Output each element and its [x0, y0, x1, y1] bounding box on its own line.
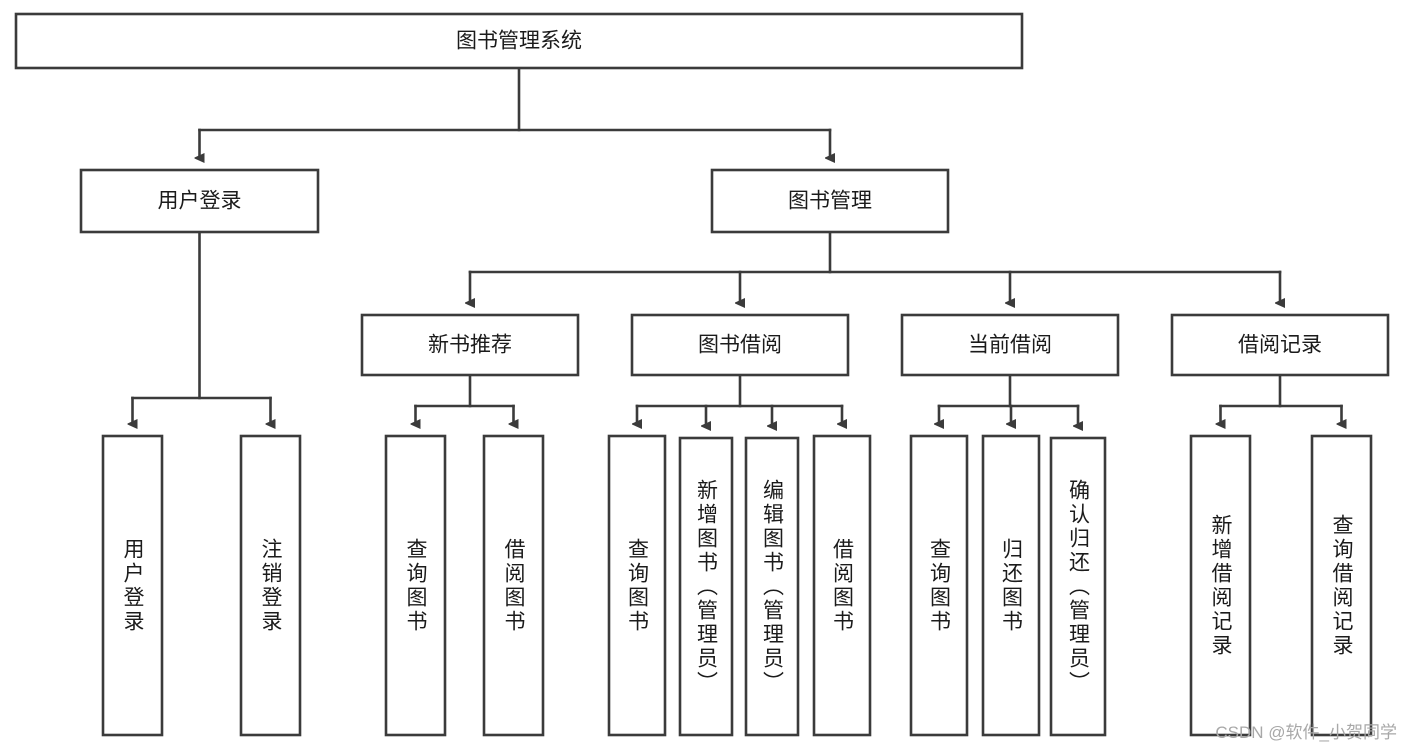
- connector-layer: [133, 66, 1342, 426]
- node-label: 当前借阅: [968, 334, 1052, 357]
- node-leaf-return-book[interactable]: [981, 434, 1041, 737]
- node-book-manage[interactable]: [710, 168, 950, 234]
- node-leaf-edit-book[interactable]: [744, 436, 800, 737]
- node-label: 图书借阅: [698, 334, 782, 357]
- node-leaf-query-record[interactable]: [1310, 434, 1373, 737]
- node-leaf-confirm-return[interactable]: [1049, 436, 1107, 737]
- node-label: 图书管理系统: [456, 30, 582, 53]
- node-label: 新书推荐: [428, 334, 512, 357]
- node-leaf-logout[interactable]: [239, 434, 302, 737]
- node-label: 用户登录: [158, 190, 242, 213]
- node-new-book-recommend[interactable]: [360, 313, 580, 377]
- node-user-login[interactable]: [79, 168, 320, 234]
- node-leaf-user-login[interactable]: [101, 434, 164, 737]
- node-label: 图书管理: [788, 190, 872, 213]
- node-root[interactable]: [14, 12, 1024, 70]
- node-box-layer: [14, 12, 1390, 737]
- node-leaf-add-record[interactable]: [1189, 434, 1252, 737]
- node-leaf-borrow-book-1[interactable]: [482, 434, 545, 737]
- node-book-borrow[interactable]: [630, 313, 850, 377]
- node-borrow-record[interactable]: [1170, 313, 1390, 377]
- watermark: CSDN @软件_小贺同学: [1215, 723, 1397, 742]
- node-label: 借阅记录: [1238, 334, 1322, 357]
- node-leaf-borrow-book-2[interactable]: [812, 434, 872, 737]
- node-leaf-query-book-1[interactable]: [384, 434, 447, 737]
- node-leaf-add-book[interactable]: [678, 436, 734, 737]
- node-current-borrow[interactable]: [900, 313, 1120, 377]
- node-leaf-query-book-2[interactable]: [607, 434, 667, 737]
- node-leaf-query-book-3[interactable]: [909, 434, 969, 737]
